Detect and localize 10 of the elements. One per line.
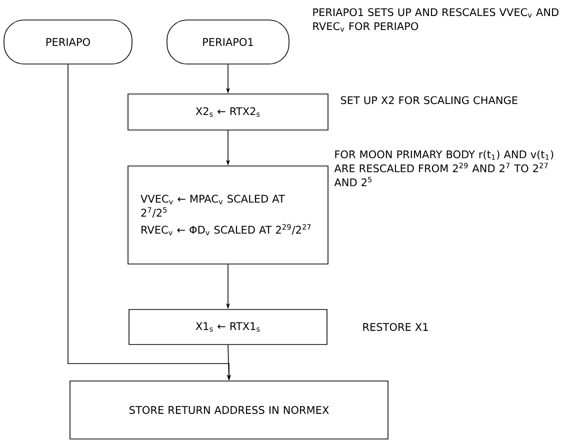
terminal-box: PERIAPO [4,20,132,64]
process-box: STORE RETURN ADDRESS IN NORMEX [70,380,388,440]
terminal-box: PERIAPO1 [166,20,290,64]
note-text: PERIAPO1 SETS UP AND RESCALES VVEC$_{v}$ AND RVEC$_{v}$ FOR PERIAPO [313,8,558,32]
note-text: RESTORE X1 [363,323,428,331]
process-box: VVEC$_{v}$ ← MPAC$_{v}$ SCALED AT 2$^{7}$/2$^{5}$ RVEC$_{v}$ ← ΦD$_{v}$ SCALED AT 2$^{29}$/2$^{27}$ [128,166,328,264]
process-box: X2$_{s}$ ← RTX2$_{s}$ [128,94,328,130]
note-text: FOR MOON PRIMARY BODY r(t$_{1}$) AND v(t$_{1}$) ARE RESCALED FROM 2$^{29}$ AND 2$^{7}$ TO 2$^{27}$ AND 2$^{5}$ [334,150,554,186]
process-box: X1$_{s}$ ← RTX1$_{s}$ [128,309,328,345]
note-text: SET UP X2 FOR SCALING CHANGE [340,96,518,104]
